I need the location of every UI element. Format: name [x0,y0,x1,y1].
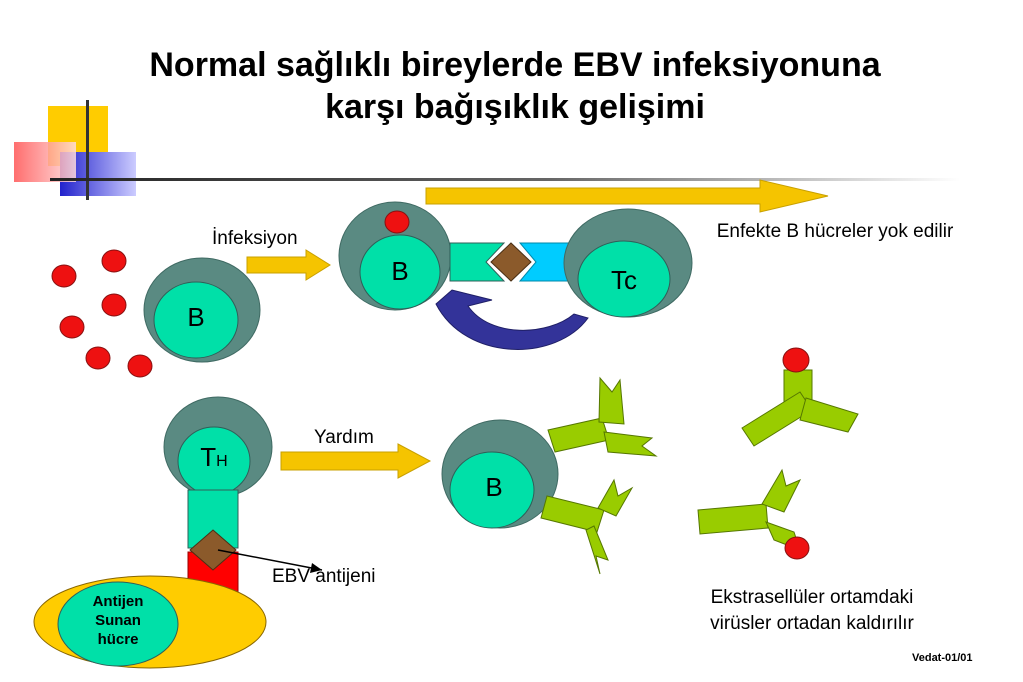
cell-nucleus [153,281,239,359]
cycle-arrow [435,289,589,350]
virus [51,264,77,288]
deco-vertical-line [86,100,89,200]
tc-cell [563,208,693,318]
mhc-molecule [449,242,506,282]
title-divider-line [50,178,960,181]
destroy-arrow [425,179,829,213]
label-b-infected: B [391,256,409,286]
cell-nucleus [577,240,671,318]
label-infeksiyon: İnfeksiyon [212,228,298,249]
antibody-arm [598,376,625,425]
free-antibody-upper [741,347,859,447]
deco-red-square [14,142,76,182]
title-line-1: Normal sağlıklı bireylerde EBV infeksiyo… [149,46,881,84]
antibody-stem [547,417,610,453]
footer-label: Vedat-01/01 [912,652,973,664]
page-title: Normal sağlıklı bireylerde EBV infeksiyo… [100,44,930,128]
virus [101,293,127,317]
label-b-resting: B [187,302,205,332]
antigen-presenting-cell [33,575,267,669]
title-line-2: karşı bağışıklık gelişimi [325,88,705,126]
ebv-antigen-diamond [189,529,237,571]
antigen-pointer-head [310,563,322,573]
antibody-arm [603,431,658,457]
label-apc: Antijen Sunan hücre [92,593,144,648]
antibody-arm [761,468,802,513]
antibody-arm [597,478,634,517]
free-antibody-lower [697,468,810,560]
tcr-molecule [518,242,577,282]
label-th-sub: H [216,453,228,470]
antibody-arm [585,525,609,575]
label-yardim: Yardım [314,427,374,448]
free-viruses [51,249,153,378]
label-ebv-antijeni: EBV antijeni [272,566,376,587]
label-ekstra-line-1: Ekstrasellüler ortamdaki [710,587,914,608]
antigen [490,242,532,282]
antibody-arm [799,397,859,433]
label-tc: Tc [611,265,637,295]
label-th: TH [184,442,244,473]
bound-antibody-upper [547,376,658,457]
virus [85,346,111,370]
virus [784,536,810,560]
resting-b-cell [143,257,261,363]
plasma-b-cell [441,419,559,529]
virus [101,249,127,273]
cell-nucleus [449,451,535,529]
virus [384,210,410,234]
antibody-arm [697,503,769,535]
label-b-plasma: B [485,472,503,502]
apc-nucleus [57,581,179,667]
virus [127,354,153,378]
infection-arrow [246,249,331,281]
help-arrow [280,443,432,479]
cell-nucleus [359,234,441,310]
label-enfekte: Enfekte B hücreler yok edilir [716,221,954,242]
virus [782,347,810,373]
label-th-main: T [200,442,217,472]
bound-antibody-lower [540,478,634,575]
decorative-corner [14,100,960,200]
virus [59,315,85,339]
label-ekstrasellular: Ekstrasellüler ortamdaki virüsler ortada… [672,585,952,637]
infected-b-cell [338,201,452,311]
antigen-pointer-line [217,549,323,571]
th-cell [163,396,273,498]
label-ekstra-line-2: virüsler ortadan kaldırılır [710,613,914,634]
